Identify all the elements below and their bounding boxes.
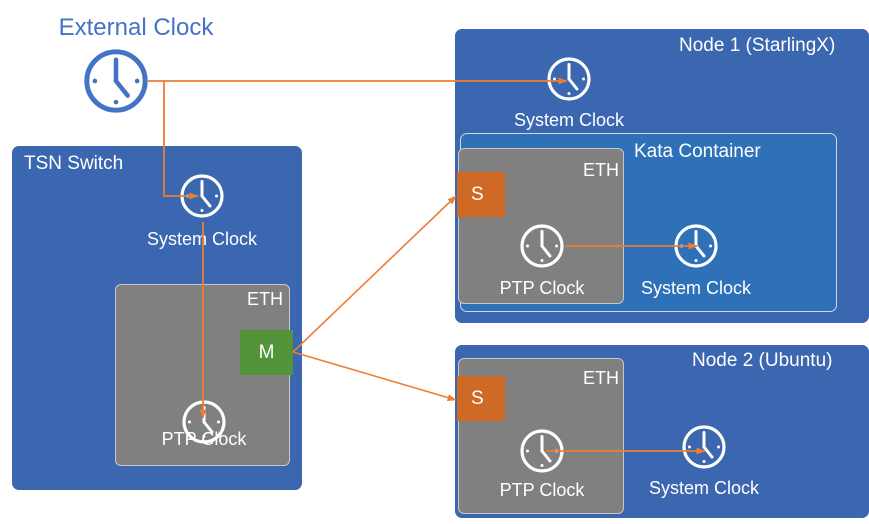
tsn-system-clock-icon — [178, 172, 226, 220]
node1-system-clock-label: System Clock — [513, 110, 625, 130]
kata-system-clock-icon — [672, 222, 720, 270]
external-clock-icon — [81, 46, 151, 116]
kata-system-clock-label: System Clock — [640, 278, 752, 298]
node2-ptp-clock-label: PTP Clock — [499, 480, 585, 500]
tsn-ptp-clock-label: PTP Clock — [161, 429, 247, 449]
node1-slave-tag: S — [457, 172, 505, 217]
arrow-master-to-node2-slave — [292, 351, 457, 401]
node1-ptp-clock-icon — [518, 222, 566, 270]
arrow-master-to-node1-slave — [292, 195, 457, 353]
node1-eth-label: ETH — [583, 160, 619, 180]
tsn-switch-title: TSN Switch — [24, 153, 124, 174]
tsn-master-tag: M — [240, 330, 293, 375]
tsn-eth-label: ETH — [247, 289, 283, 309]
node2-system-clock-label: System Clock — [648, 478, 760, 498]
node1-ptp-clock-label: PTP Clock — [499, 278, 585, 298]
node2-slave-tag: S — [457, 376, 505, 421]
node2-title: Node 2 (Ubuntu) — [692, 350, 833, 371]
node1-system-clock-icon — [545, 55, 593, 103]
node2-eth-label: ETH — [583, 368, 619, 388]
external-clock-label: External Clock — [58, 14, 214, 41]
node2-ptp-clock-icon — [518, 427, 566, 475]
node1-title: Node 1 (StarlingX) — [679, 35, 836, 56]
tsn-system-clock-label: System Clock — [146, 229, 258, 249]
kata-container-title: Kata Container — [634, 141, 761, 162]
node2-system-clock-icon — [680, 423, 728, 471]
